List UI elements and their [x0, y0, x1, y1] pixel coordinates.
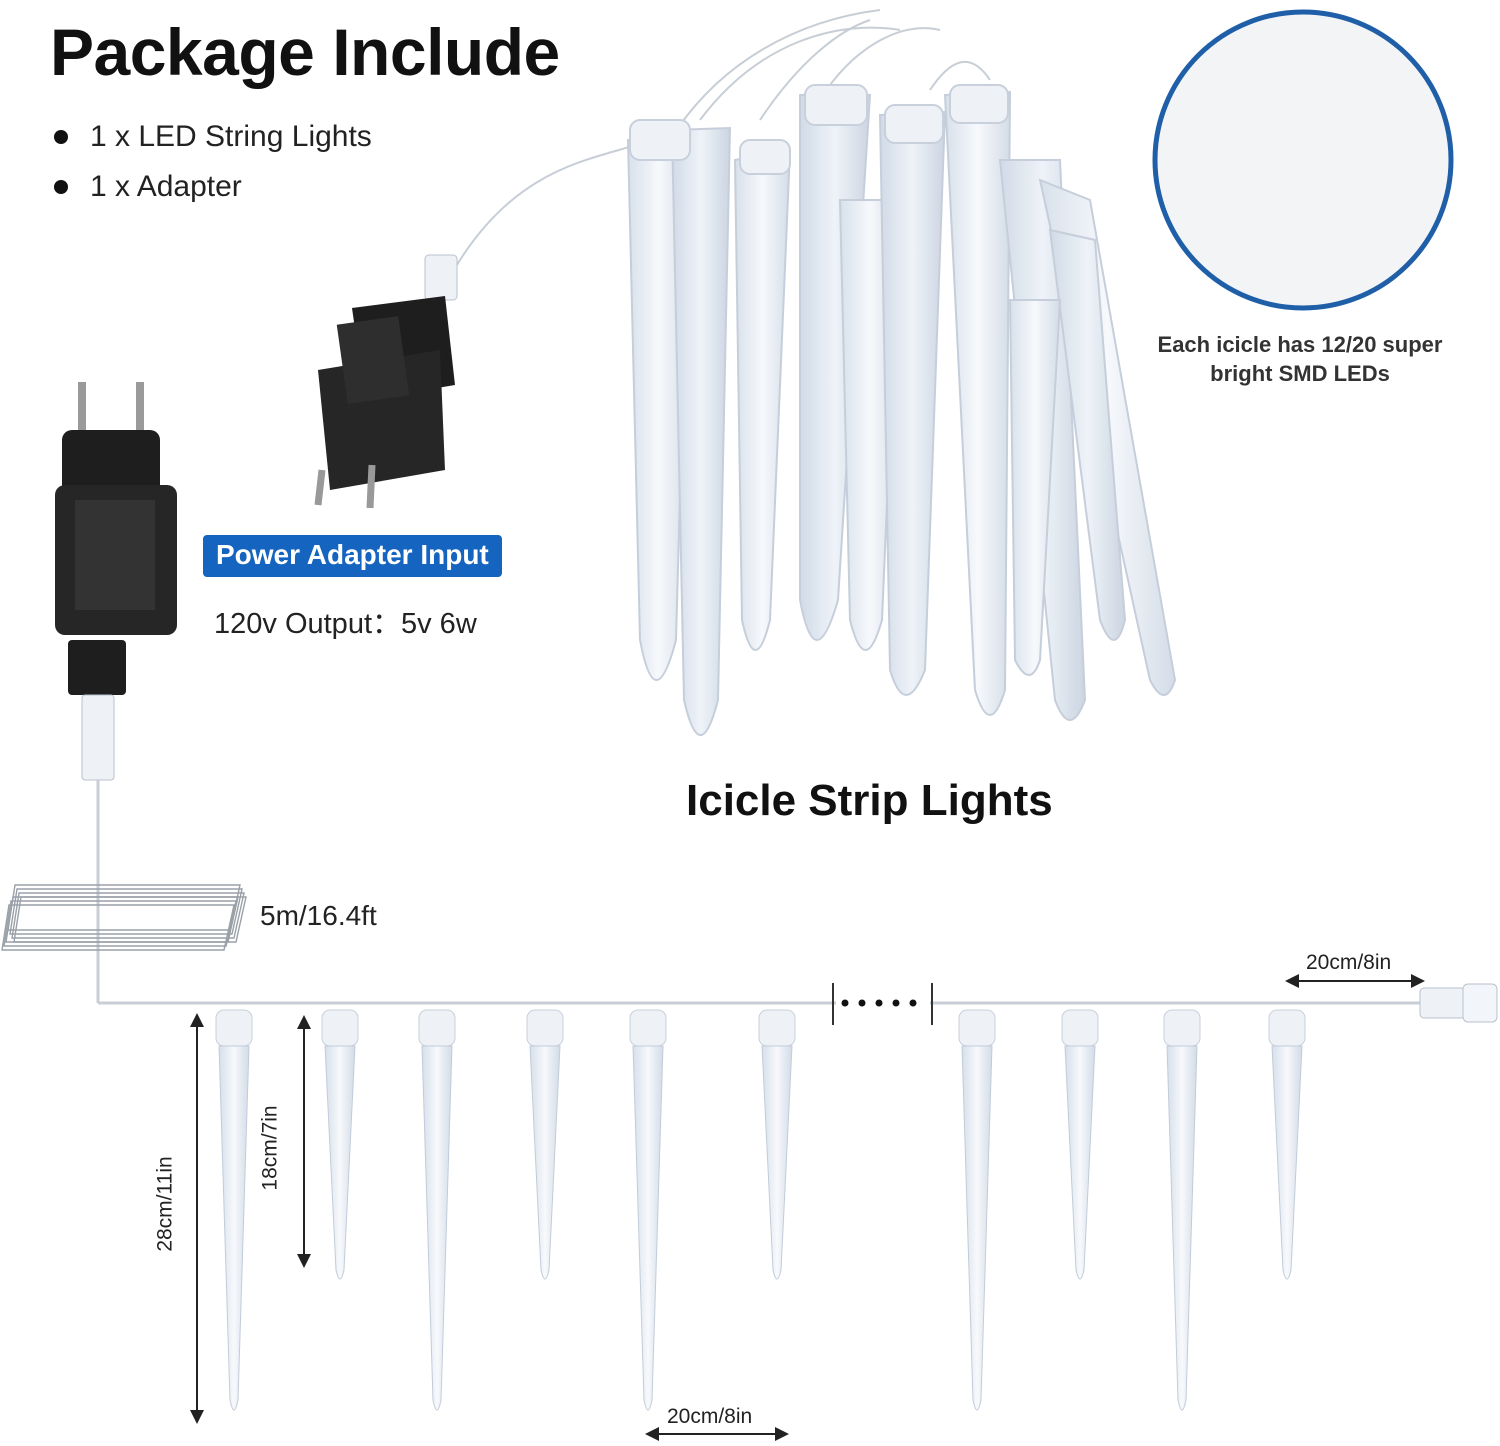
icicle-short: [321, 1009, 359, 1280]
adapter-spec: 120v Output：5v 6w: [214, 608, 477, 640]
dimension-arrows: [190, 974, 1425, 1441]
long-icicle-length-label: 28cm/11in: [153, 1156, 177, 1252]
left-adapter-icon: [55, 382, 1430, 1005]
icicle-long: [418, 1009, 456, 1411]
icicle-short: [1061, 1009, 1099, 1280]
led-note: Each icicle has 12/20 super bright SMD L…: [1130, 330, 1470, 388]
led-note-line: Each icicle has 12/20 super: [1157, 332, 1443, 357]
package-item: 1 x LED String Lights: [52, 112, 372, 162]
icicle-row: [215, 1009, 1306, 1411]
led-note-line: bright SMD LEDs: [1210, 361, 1390, 386]
icicle-short: [758, 1009, 796, 1280]
icicle-long: [1163, 1009, 1201, 1411]
icicle-long: [958, 1009, 996, 1411]
continuation-marker: [832, 983, 933, 1025]
icicle-long: [629, 1009, 667, 1411]
icicle-short: [1268, 1009, 1306, 1280]
eu-plug-adapter-icon: [314, 254, 458, 509]
package-item-list: 1 x LED String Lights 1 x Adapter: [52, 112, 372, 212]
connector-icon: [1419, 983, 1498, 1023]
spacing-label: 20cm/8in: [667, 1405, 753, 1428]
package-item: 1 x Adapter: [52, 162, 372, 212]
icicle-short: [526, 1009, 564, 1280]
lead-length-label: 20cm/8in: [1306, 951, 1392, 974]
cable-length-label: 5m/16.4ft: [260, 900, 377, 931]
led-strip-closeup-icon: [1152, 9, 1460, 311]
short-icicle-length-label: 18cm/7in: [258, 1105, 282, 1191]
product-label: Icicle Strip Lights: [686, 776, 1053, 825]
power-adapter-badge: Power Adapter Input: [203, 535, 502, 577]
page-title: Package Include: [50, 15, 560, 89]
coiled-cable-icon: [1, 884, 247, 951]
icicle-long: [215, 1009, 253, 1411]
icicle-bundle-icon: [454, 9, 1177, 736]
